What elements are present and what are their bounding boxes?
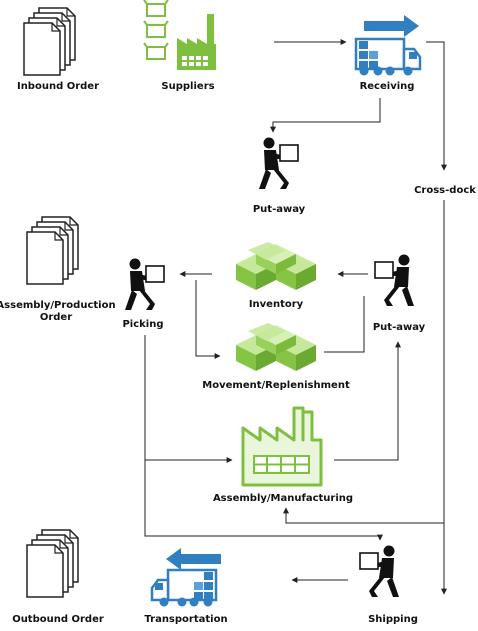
arrow-receiving-to-putaway [270,98,381,133]
label-shipping: Shipping [368,614,418,625]
movement-boxes-icon [236,323,316,371]
label-picking: Picking [122,319,164,330]
label-putaway-top: Put-away [252,204,306,215]
transportation-truck-icon [150,548,221,608]
line-picking-down [144,335,380,537]
label-cross-dock: Cross-dock [414,185,476,196]
arrow-to-movement [195,280,221,359]
label-inventory: Inventory [248,299,304,310]
arrow-movement-line [324,296,365,353]
flow-connectors [144,39,447,595]
arrow-to-assembly [283,507,444,524]
shipping-worker-icon [359,544,400,598]
label-movement: Movement/Replenishment [202,380,350,391]
arrow-assembly-to-putaway [334,341,401,461]
label-putaway-mid: Put-away [372,322,426,333]
label-receiving: Receiving [359,81,415,92]
putaway-worker-icon [258,136,299,190]
assembly-factory-icon [241,406,323,487]
outbound-order-documents-icon [26,529,79,598]
label-transportation: Transportation [144,614,228,625]
label-inbound-order: Inbound Order [16,81,100,92]
inbound-order-documents-icon [23,7,76,76]
assembly-order-documents-icon [26,216,79,285]
label-outbound-order: Outbound Order [12,614,104,625]
receiving-truck-icon [354,15,422,77]
putaway-mid-worker-icon [374,253,415,307]
arrow-receiving-to-crossdock [426,41,447,171]
label-assembly-manufacturing: Assembly/Manufacturing [212,493,354,504]
suppliers-icon [143,0,216,70]
label-assembly-order-line1: Assembly/Production [0,300,116,311]
label-suppliers: Suppliers [161,81,215,92]
picking-worker-icon [124,257,165,311]
label-assembly-order-line2: Order [39,312,73,323]
inventory-boxes-icon [236,242,316,290]
